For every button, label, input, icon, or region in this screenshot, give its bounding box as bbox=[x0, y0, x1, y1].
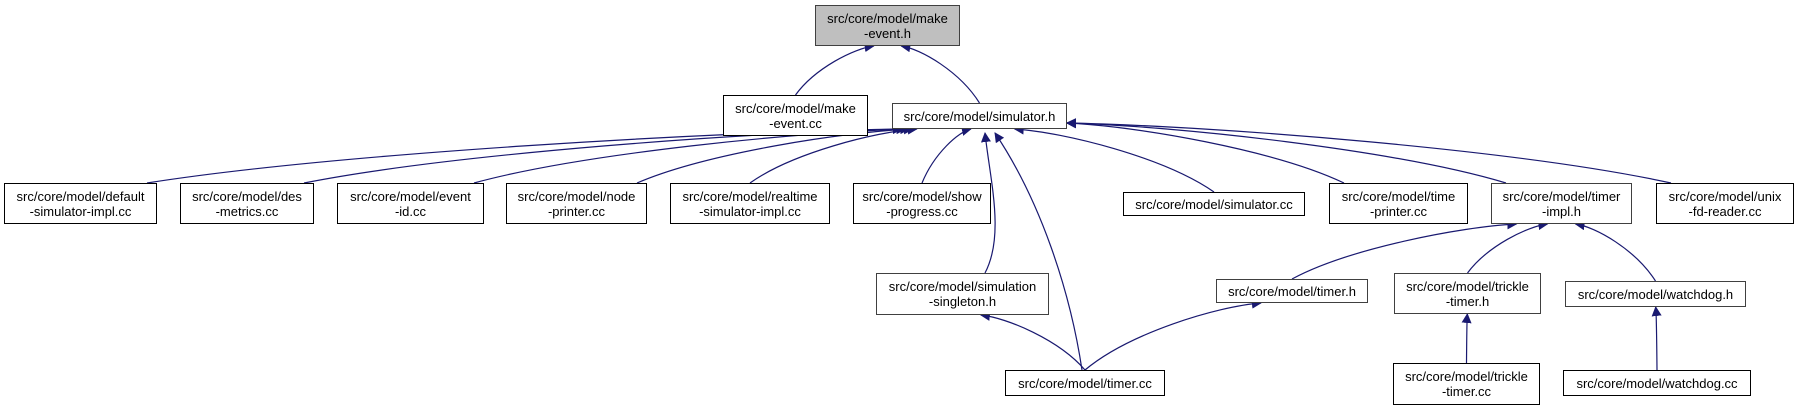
node-timer-h[interactable]: src/core/model/timer.h bbox=[1216, 279, 1368, 303]
edge-simulation-singleton-h-to-simulator-h bbox=[980, 132, 996, 274]
node-label: src/core/model/simulator.h bbox=[903, 108, 1056, 124]
node-label: src/core/model/watchdog.h bbox=[1577, 286, 1734, 302]
node-label: src/core/model/node-printer.cc bbox=[517, 188, 636, 219]
edge-trickle-timer-cc-to-trickle-timer-h bbox=[1461, 313, 1472, 364]
edge-make-event-cc-to-make-event-h bbox=[795, 42, 875, 96]
node-label: src/core/model/make-event.h bbox=[827, 10, 948, 41]
node-unix-fd-reader-cc[interactable]: src/core/model/unix-fd-reader.cc bbox=[1656, 183, 1794, 224]
edge-event-id-cc-to-simulator-h bbox=[473, 124, 911, 184]
node-default-simulator-impl-cc[interactable]: src/core/model/default-simulator-impl.cc bbox=[4, 183, 157, 224]
node-timer-cc[interactable]: src/core/model/timer.cc bbox=[1005, 370, 1165, 396]
node-trickle-timer-cc[interactable]: src/core/model/trickle-timer.cc bbox=[1393, 363, 1540, 405]
node-label: src/core/model/trickle-timer.cc bbox=[1405, 369, 1528, 399]
edge-realtime-simulator-impl-cc-to-simulator-h bbox=[749, 124, 918, 184]
edge-trickle-timer-h-to-timer-impl-h bbox=[1467, 220, 1549, 274]
node-label: src/core/model/time-printer.cc bbox=[1341, 188, 1456, 219]
edge-simulator-cc-to-simulator-h bbox=[1013, 124, 1215, 193]
node-time-printer-cc[interactable]: src/core/model/time-printer.cc bbox=[1329, 183, 1468, 224]
node-simulation-singleton-h[interactable]: src/core/model/simulation-singleton.h bbox=[876, 273, 1049, 315]
edge-default-simulator-impl-cc-to-simulator-h bbox=[146, 124, 903, 184]
edge-timer-cc-to-simulator-h bbox=[994, 132, 1083, 371]
node-simulator-h[interactable]: src/core/model/simulator.h bbox=[892, 103, 1067, 129]
node-label: src/core/model/event-id.cc bbox=[350, 188, 471, 219]
edge-watchdog-cc-to-watchdog-h bbox=[1651, 306, 1662, 371]
node-trickle-timer-h[interactable]: src/core/model/trickle-timer.h bbox=[1394, 273, 1541, 314]
node-label: src/core/model/default-simulator-impl.cc bbox=[16, 188, 145, 219]
node-label: src/core/model/trickle-timer.h bbox=[1406, 278, 1529, 309]
node-label: src/core/model/timer-impl.h bbox=[1502, 188, 1621, 219]
node-label: src/core/model/timer.h bbox=[1228, 283, 1356, 299]
edge-node-printer-cc-to-simulator-h bbox=[636, 124, 914, 184]
node-simulator-cc[interactable]: src/core/model/simulator.cc bbox=[1123, 192, 1305, 216]
node-label: src/core/model/watchdog.cc bbox=[1576, 375, 1738, 391]
edge-unix-fd-reader-cc-to-simulator-h bbox=[1066, 118, 1672, 184]
node-label: src/core/model/des-metrics.cc bbox=[192, 188, 302, 219]
edge-time-printer-cc-to-simulator-h bbox=[1066, 118, 1345, 184]
node-label: src/core/model/realtime-simulator-impl.c… bbox=[682, 188, 818, 219]
node-label: src/core/model/unix-fd-reader.cc bbox=[1668, 188, 1782, 219]
edge-timer-cc-to-timer-h bbox=[1084, 298, 1262, 371]
node-make-event-cc[interactable]: src/core/model/make-event.cc bbox=[723, 95, 868, 136]
node-event-id-cc[interactable]: src/core/model/event-id.cc bbox=[337, 183, 484, 224]
node-des-metrics-cc[interactable]: src/core/model/des-metrics.cc bbox=[180, 183, 314, 224]
node-make-event-h: src/core/model/make-event.h bbox=[815, 5, 960, 46]
edge-show-progress-cc-to-simulator-h bbox=[921, 126, 972, 184]
edge-timer-impl-h-to-simulator-h bbox=[1066, 118, 1507, 184]
node-watchdog-cc[interactable]: src/core/model/watchdog.cc bbox=[1563, 370, 1751, 396]
node-label: src/core/model/make-event.cc bbox=[735, 100, 856, 131]
node-label: src/core/model/simulator.cc bbox=[1135, 196, 1293, 212]
node-label: src/core/model/show-progress.cc bbox=[862, 188, 982, 219]
edge-timer-h-to-timer-impl-h bbox=[1291, 219, 1518, 280]
edge-timer-cc-to-simulation-singleton-h bbox=[979, 310, 1086, 371]
node-label: src/core/model/timer.cc bbox=[1018, 375, 1152, 391]
node-realtime-simulator-impl-cc[interactable]: src/core/model/realtime-simulator-impl.c… bbox=[670, 183, 830, 224]
node-node-printer-cc[interactable]: src/core/model/node-printer.cc bbox=[506, 183, 647, 224]
node-show-progress-cc[interactable]: src/core/model/show-progress.cc bbox=[853, 183, 991, 224]
node-watchdog-h[interactable]: src/core/model/watchdog.h bbox=[1565, 281, 1746, 307]
node-label: src/core/model/simulation-singleton.h bbox=[888, 279, 1037, 309]
node-timer-impl-h[interactable]: src/core/model/timer-impl.h bbox=[1491, 183, 1632, 224]
edge-simulator-h-to-make-event-h bbox=[900, 42, 981, 104]
edge-watchdog-h-to-timer-impl-h bbox=[1574, 220, 1657, 282]
